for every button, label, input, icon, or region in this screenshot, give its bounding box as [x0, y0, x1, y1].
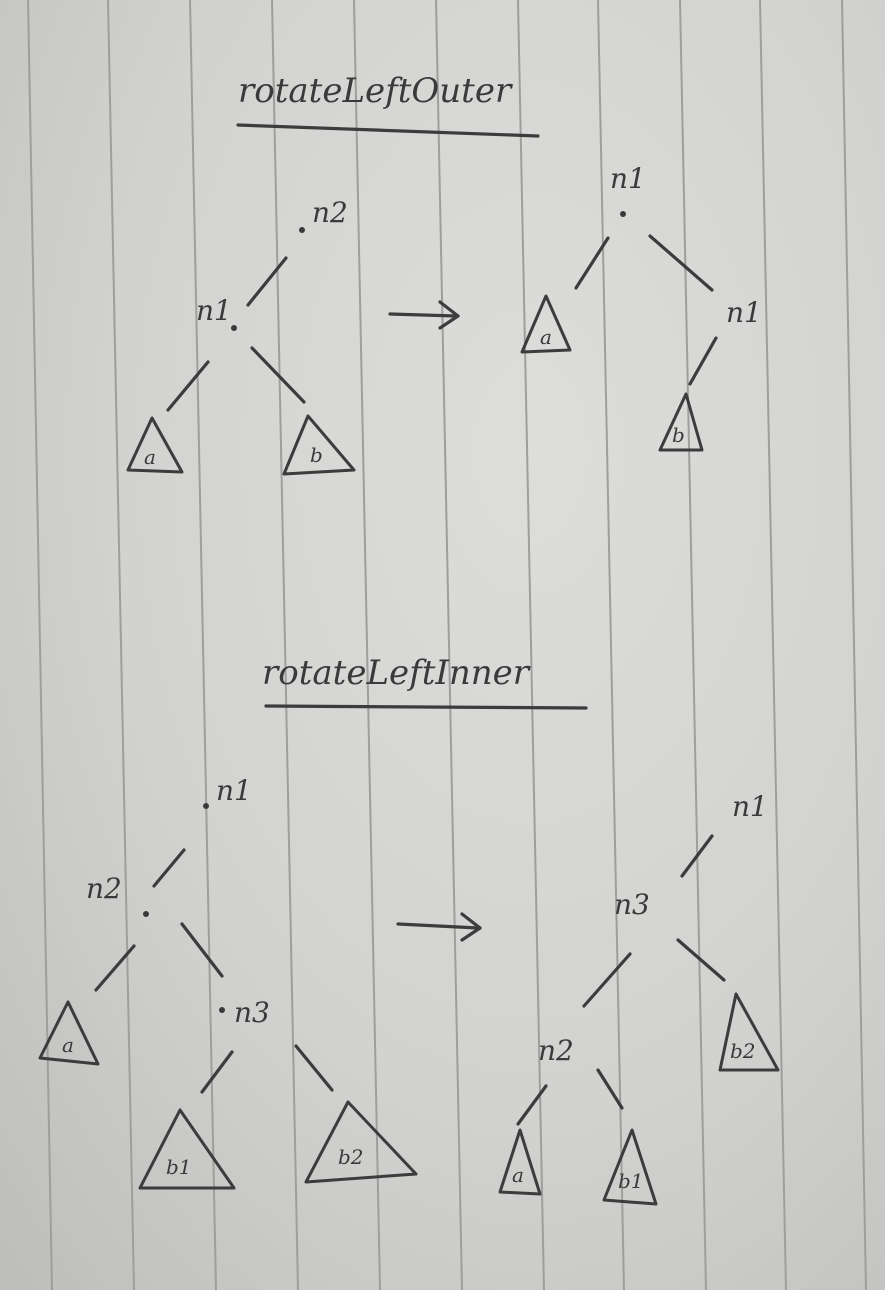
- edge: [596, 1068, 624, 1110]
- inner-title-underline: [264, 704, 588, 710]
- edge: [200, 1050, 234, 1094]
- edge: [166, 360, 210, 412]
- outer-before-child-label: n1: [196, 294, 232, 327]
- edge: [94, 944, 136, 992]
- inner-before-top-label: n1: [216, 774, 252, 807]
- subtree-triangle: [282, 414, 356, 476]
- inner-title: rotateLeftInner: [262, 653, 531, 693]
- subtree-triangle: [126, 416, 184, 474]
- subtree-triangle: [304, 1100, 418, 1184]
- subtree-triangle: [38, 1000, 100, 1066]
- edge: [180, 922, 224, 978]
- node-dot: [203, 803, 209, 809]
- edge: [246, 256, 288, 307]
- outer-section: rotateLeftOuter n2 n1 a b: [126, 71, 762, 476]
- inner-after-tree: n1 n3 b2 n2 a b1: [498, 790, 780, 1206]
- edge: [680, 834, 714, 878]
- node-dot: [620, 211, 626, 217]
- edge: [648, 234, 714, 292]
- inner-arrow-icon: [396, 912, 482, 942]
- outer-title-underline: [236, 123, 540, 138]
- outer-before-top-label: n2: [312, 196, 348, 229]
- edge: [676, 938, 726, 982]
- edge: [516, 1084, 548, 1126]
- inner-after-low-label: n2: [538, 1034, 574, 1067]
- subtree-triangle: [718, 992, 780, 1072]
- node-dot: [143, 911, 149, 917]
- node-dot: [219, 1007, 225, 1013]
- edge: [152, 848, 186, 888]
- subtree-triangle: [138, 1108, 236, 1190]
- inner-before-mid-label: n2: [86, 872, 122, 905]
- node-dot: [231, 325, 237, 331]
- outer-before-leaf-b: b: [310, 443, 323, 467]
- outer-after-tree: n1 a n1 b: [520, 162, 762, 452]
- edge: [294, 1044, 334, 1092]
- subtree-triangle: [498, 1128, 542, 1196]
- outer-before-leaf-a: a: [144, 445, 156, 469]
- outer-after-top-label: n1: [610, 162, 646, 195]
- edge: [574, 236, 610, 290]
- outer-after-leaf-a: a: [540, 325, 552, 349]
- subtree-triangle: [658, 392, 704, 452]
- subtree-triangle: [520, 294, 572, 354]
- inner-after-mid-label: n3: [614, 888, 650, 921]
- inner-before-low-label: n3: [234, 996, 270, 1029]
- edge: [688, 336, 718, 386]
- inner-before-leaf-b1: b1: [166, 1155, 192, 1179]
- subtree-triangle: [602, 1128, 658, 1206]
- inner-after-top-label: n1: [732, 790, 768, 823]
- inner-before-tree: n1 n2 a n3 b1 b2: [38, 774, 418, 1190]
- inner-section: rotateLeftInner n1 n2 a n3 b1 b: [38, 653, 780, 1206]
- edge: [250, 346, 306, 404]
- outer-arrow-icon: [388, 300, 460, 330]
- node-dot: [299, 227, 305, 233]
- inner-before-leaf-a: a: [62, 1033, 74, 1057]
- inner-after-leaf-a: a: [512, 1163, 524, 1187]
- outer-after-leaf-b: b: [672, 423, 685, 447]
- inner-after-leaf-b1: b1: [618, 1169, 644, 1193]
- edge: [582, 952, 632, 1008]
- outer-after-child-label: n1: [726, 296, 762, 329]
- inner-after-leaf-b2: b2: [730, 1039, 756, 1063]
- inner-before-leaf-b2: b2: [338, 1145, 364, 1169]
- outer-title: rotateLeftOuter: [238, 71, 513, 111]
- outer-before-tree: n2 n1 a b: [126, 196, 356, 476]
